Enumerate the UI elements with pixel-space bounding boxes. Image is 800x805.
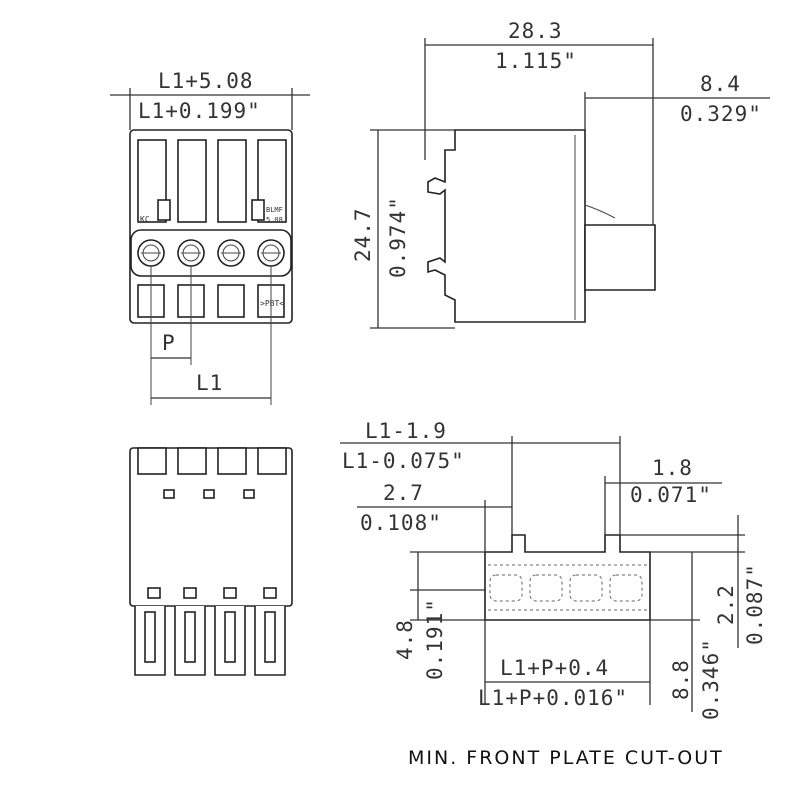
screw-4 [257,239,285,267]
rear-top-block-2 [177,447,207,475]
rear-pins [134,606,286,676]
screw-3 [217,239,245,267]
front-opening-2 [177,139,207,223]
dim-cutout-h3-mm: 2.2 [714,584,738,625]
dim-cutout-h3-in: 0.087" [743,563,767,645]
rear-slot-1 [163,489,175,499]
dim-cutout-left-in: 0.108" [360,511,442,535]
dim-cutout-notch-mm: 1.8 [652,456,693,480]
dim-top-width-mm: L1+5.08 [158,69,254,93]
screw-1 [137,239,165,267]
dim-top-width-in: L1+0.199" [138,99,261,123]
rear-slot-2 [203,489,215,499]
dim-cutout-bottom-in: L1+P+0.016" [478,686,628,710]
dim-cutout-h1-mm: 4.8 [393,619,417,660]
screw-band [130,229,292,277]
dim-cutout-h1-in: 0.191" [423,598,447,680]
side-housing [427,129,586,323]
latch-left [157,199,171,221]
rear-view [129,447,293,676]
cutout-outline [484,534,651,621]
latch-right [251,199,265,221]
dim-side-height-mm: 24.7 [351,207,375,262]
screw-2 [177,239,205,267]
cutout-hidden-contacts [488,564,648,611]
mark-right-1: BLMF [266,206,283,214]
dim-length: L1 [196,371,223,395]
rear-window-4 [263,587,277,599]
rear-window-3 [223,587,237,599]
dim-cutout-left-mm: 2.7 [383,481,424,505]
dim-side-offset-mm: 8.4 [700,72,741,96]
side-latch [584,204,616,219]
dim-side-width-in: 1.115" [495,49,577,73]
dim-cutout-h2-in: 0.346" [699,638,723,720]
rear-window-1 [147,587,161,599]
cutout-view: L1-1.9 L1-0.075" 1.8 0.071" 2.7 0.108" 4… [340,419,767,769]
side-plug [584,224,656,291]
rear-pin-2 [184,611,196,663]
rear-housing [129,447,293,607]
rear-top-block-1 [137,447,167,475]
rear-pin-1 [144,611,156,663]
front-view: KC BLMF 5.08 >PBT< L1+5.08 L1+0.199" P L… [110,69,310,405]
dim-cutout-top-mm: L1-1.9 [365,419,447,443]
dim-cutout-top-in: L1-0.075" [342,449,465,473]
rear-pin-3 [224,611,236,663]
dim-cutout-h2-mm: 8.8 [669,659,693,700]
side-view: 28.3 1.115" 8.4 0.329" 24.7 0.974" [351,19,770,329]
cutout-caption: MIN. FRONT PLATE CUT-OUT [408,747,724,769]
mark-right-2: 5.08 [266,216,283,224]
rear-window-2 [183,587,197,599]
rear-slot-3 [243,489,255,499]
mark-left: KC [140,215,150,224]
dim-pitch: P [162,331,176,355]
dim-cutout-bottom-mm: L1+P+0.4 [500,656,609,680]
lower-opening-3 [217,284,245,318]
mark-bottom: >PBT< [260,299,284,308]
dim-side-height-in: 0.974" [386,196,410,278]
rear-top-block-4 [257,447,287,475]
rear-top-block-3 [217,447,247,475]
rear-pin-4 [264,611,276,663]
dim-cutout-notch-in: 0.071" [630,483,712,507]
dim-side-offset-in: 0.329" [680,102,762,126]
dim-side-width-mm: 28.3 [508,19,563,43]
front-opening-3 [217,139,247,223]
